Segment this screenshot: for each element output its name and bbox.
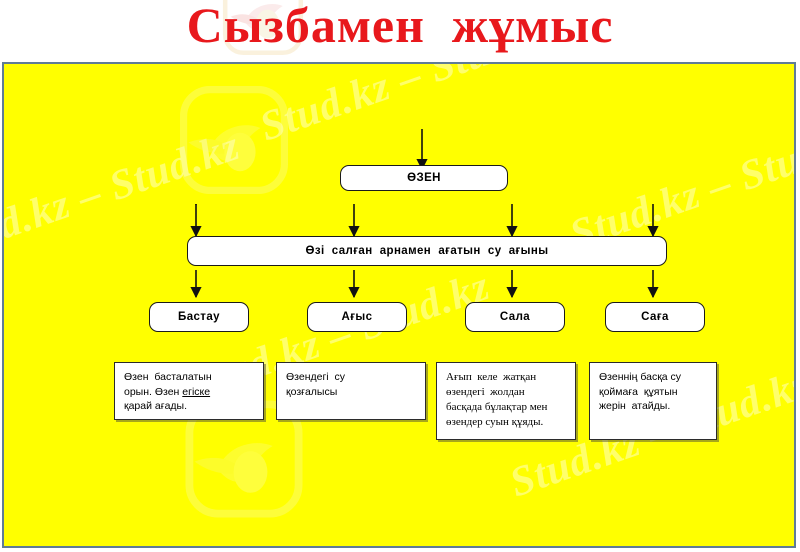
title-band: Сызбамен жұмыс (0, 0, 800, 62)
node-river-definition[interactable]: Өзі салған арнамен ағатын су ағыны (187, 236, 667, 266)
description-box-bastau: Өзен басталатын орын. Өзен егіске қарай … (114, 362, 264, 420)
node-label: Сала (499, 311, 531, 323)
description-text-underlined: егіске (182, 385, 211, 398)
node-branch-agys[interactable]: Ағыс (307, 302, 407, 332)
description-text: Өзендегі су қозғалысы (286, 371, 345, 398)
node-river-root[interactable]: ӨЗЕН (340, 165, 508, 191)
node-branch-bastau[interactable]: Бастау (149, 302, 249, 332)
connector-lines (190, 129, 659, 299)
node-branch-sala[interactable]: Сала (465, 302, 565, 332)
description-text-part: Өзен басталатын орын. Өзен (124, 371, 212, 398)
node-label: Өзі салған арнамен ағатын су ағыны (305, 245, 549, 257)
slide-panel: Stud.kz – Stud.kz Stud.kz – Stud.kz Stud… (2, 62, 796, 548)
node-label: Саға (641, 311, 669, 323)
description-text: Ағып келе жатқан өзендегі жолдан басқада… (446, 371, 548, 428)
description-box-sala: Ағып келе жатқан өзендегі жолдан басқада… (436, 362, 576, 440)
description-text: Өзен басталатын орын. Өзен егіске қарай … (124, 370, 255, 414)
node-label: Бастау (178, 311, 220, 323)
node-branch-saga[interactable]: Саға (605, 302, 705, 332)
node-label: Ағыс (341, 311, 373, 323)
description-box-agys: Өзендегі су қозғалысы (276, 362, 426, 420)
page-title: Сызбамен жұмыс (186, 0, 614, 53)
description-text: Өзеннің басқа су қоймаға құятын жерін ат… (599, 371, 682, 412)
stud-kz-logo-watermark-icon (222, 0, 304, 56)
description-text-part: қарай ағады. (124, 400, 187, 412)
description-box-saga: Өзеннің басқа су қоймаға құятын жерін ат… (589, 362, 717, 440)
node-label: ӨЗЕН (407, 172, 441, 184)
